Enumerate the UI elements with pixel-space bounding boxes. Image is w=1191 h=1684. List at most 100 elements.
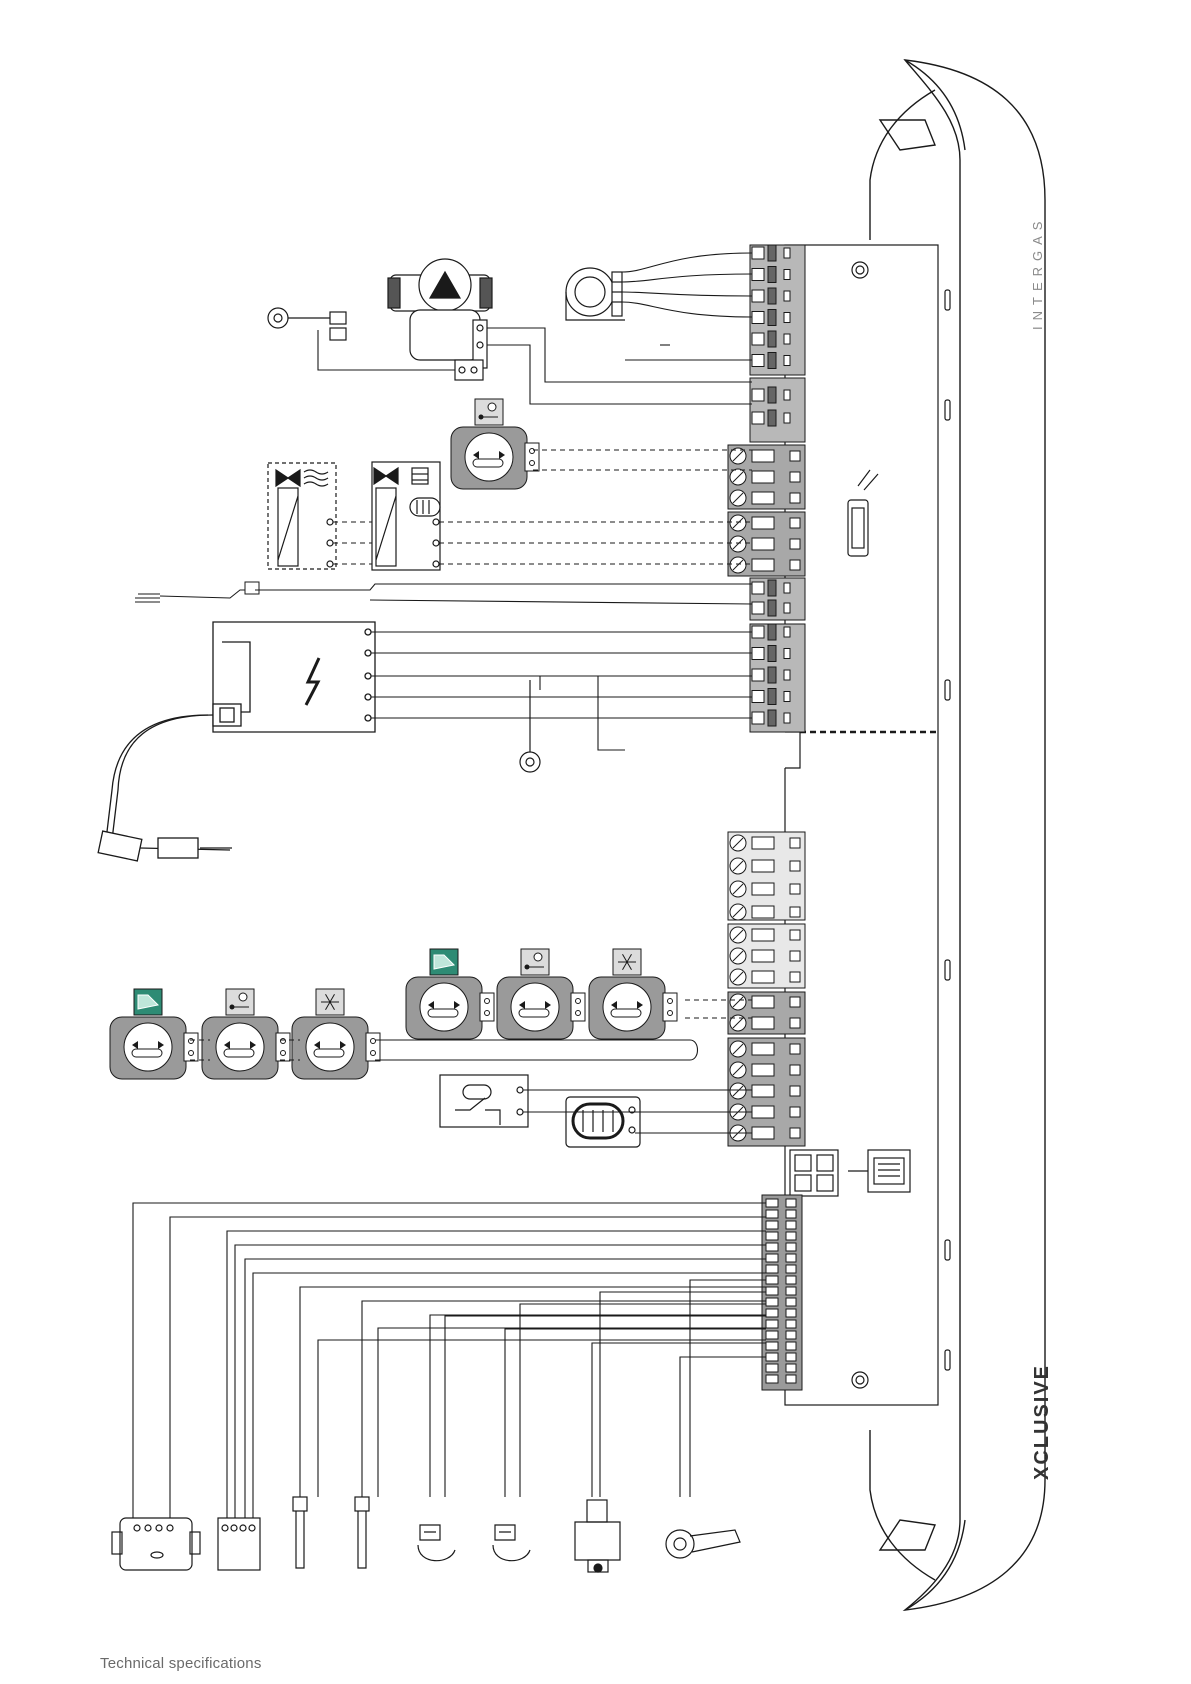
sensor-pin	[485, 999, 490, 1004]
wire	[375, 1040, 698, 1060]
connector-pin-slot	[768, 387, 776, 403]
sensor-pin	[281, 1051, 286, 1056]
connector-pin-slot	[768, 310, 776, 326]
terminal-contact	[790, 838, 800, 848]
badge-symbol	[479, 415, 484, 420]
sensor-pin	[371, 1051, 376, 1056]
terminal-body	[752, 1085, 774, 1097]
badge-symbol	[230, 1005, 235, 1010]
outdoor-sensor-icon	[475, 399, 503, 425]
connector-pin-slot	[768, 646, 776, 662]
badge-symbol	[239, 993, 247, 1001]
sensor-connector	[663, 993, 677, 1021]
wire	[430, 1315, 766, 1497]
connector-pin	[752, 290, 764, 302]
terminal-contact	[790, 907, 800, 917]
connector-pin	[752, 602, 764, 614]
connector-pin-contact	[784, 413, 790, 423]
ignition-transformer-icon	[98, 622, 375, 861]
sensor-thermometer	[473, 459, 503, 467]
outdoor-sensor-icon	[521, 949, 549, 975]
sensor-connector	[184, 1033, 198, 1061]
bottom-pin-contact	[786, 1375, 796, 1383]
terminal-body	[752, 517, 774, 529]
wire	[300, 1287, 766, 1497]
sensor-pin	[668, 1011, 673, 1016]
connector-pin-slot	[768, 245, 776, 261]
wire	[370, 600, 752, 604]
pump-icon	[388, 259, 492, 380]
bottom-pin-contact	[786, 1364, 796, 1372]
terminal-body	[752, 1043, 774, 1055]
terminal-contact	[790, 1044, 800, 1054]
terminal-body	[752, 1106, 774, 1118]
bottom-pin-contact	[786, 1210, 796, 1218]
bottom-pin-contact	[786, 1243, 796, 1251]
wire	[487, 345, 752, 404]
flow-sensor-icon	[440, 1075, 640, 1147]
sensor-thermometer	[611, 1009, 641, 1017]
sensor-dial	[124, 1023, 172, 1071]
bottom-pin	[766, 1276, 778, 1284]
terminal-contact	[790, 861, 800, 871]
badge-symbol	[534, 953, 542, 961]
brand-xclusive: XCLUSIVE	[1031, 1364, 1053, 1480]
terminal-contact	[790, 493, 800, 503]
bottom-pin	[766, 1210, 778, 1218]
connector-pin-contact	[784, 692, 790, 702]
bottom-pin-contact	[786, 1287, 796, 1295]
terminal-contact	[790, 1018, 800, 1028]
terminal-body	[752, 1127, 774, 1139]
sensor-pin	[281, 1039, 286, 1044]
wire	[680, 1357, 766, 1497]
sensor-connector	[480, 993, 494, 1021]
bottom-pin-contact	[786, 1298, 796, 1306]
connector-pin	[752, 312, 764, 324]
bottom-pin	[766, 1232, 778, 1240]
connector-pin-slot	[768, 667, 776, 683]
terminal-contact	[790, 1128, 800, 1138]
wire	[520, 1304, 766, 1497]
bottom-pin	[766, 1331, 778, 1339]
bottom-pin-contact	[786, 1320, 796, 1328]
terminal-body	[752, 929, 774, 941]
sensor-dial	[420, 983, 468, 1031]
bottom-pin	[766, 1353, 778, 1361]
connector-pin-slot	[768, 600, 776, 616]
bottom-pin-contact	[786, 1276, 796, 1284]
connector-pin	[752, 626, 764, 638]
wire	[598, 676, 625, 750]
wire	[592, 1343, 766, 1497]
wire	[133, 1203, 766, 1518]
connector-pin-contact	[784, 627, 790, 637]
bottom-pin-contact	[786, 1265, 796, 1273]
sensor-pin	[576, 999, 581, 1004]
terminal-contact	[790, 930, 800, 940]
connector-pin-contact	[784, 583, 790, 593]
connector-pin-contact	[784, 670, 790, 680]
bottom-pin	[766, 1320, 778, 1328]
bottom-pin-contact	[786, 1353, 796, 1361]
footer-label: Technical specifications	[100, 1655, 262, 1672]
connector-pin-contact	[784, 603, 790, 613]
connector-pin	[752, 333, 764, 345]
terminal-contact	[790, 539, 800, 549]
bottom-pin-contact	[786, 1199, 796, 1207]
wire	[235, 1245, 766, 1518]
bottom-pin-contact	[786, 1221, 796, 1229]
connector-pin	[752, 648, 764, 660]
terminal-body	[752, 450, 774, 462]
bottom-pin	[766, 1342, 778, 1350]
bottom-pin	[766, 1287, 778, 1295]
wire	[622, 253, 752, 272]
sensor-row-upper	[406, 949, 677, 1039]
connector-pin	[752, 691, 764, 703]
sensor-thermometer	[314, 1049, 344, 1057]
connector-pin-slot	[768, 710, 776, 726]
connector-pin-contact	[784, 291, 790, 301]
sensor-thermometer	[428, 1009, 458, 1017]
connector-pin	[752, 389, 764, 401]
connector-pin-slot	[768, 410, 776, 426]
connector-pin-contact	[784, 649, 790, 659]
